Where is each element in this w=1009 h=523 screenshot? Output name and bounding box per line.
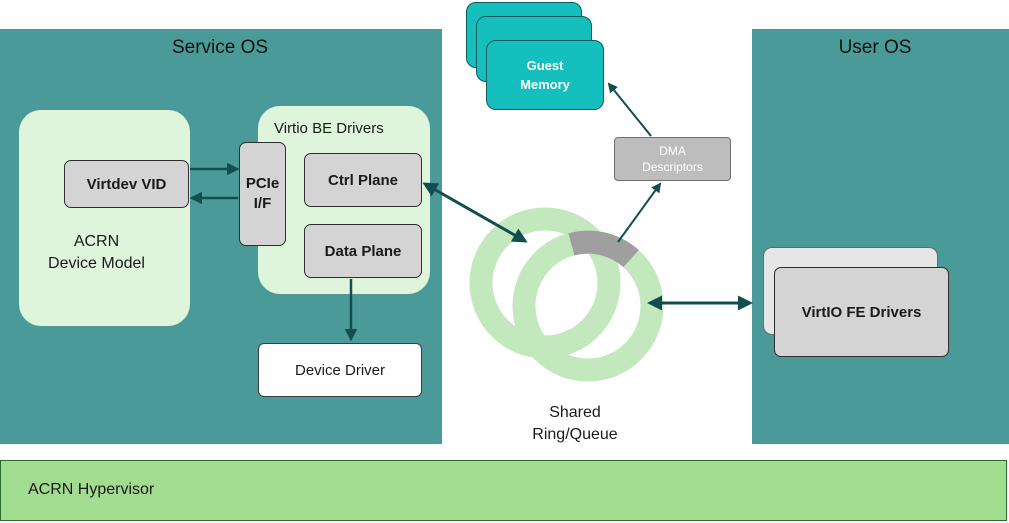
device-model-label-line1: ACRN (73, 233, 120, 250)
pcie-if-line1: PCIe (245, 175, 280, 192)
device-driver-box: Device Driver (258, 343, 422, 397)
data-plane-box: Data Plane (304, 224, 422, 278)
ring-front (512, 230, 664, 382)
arrow-ctrl-plane-ring (422, 182, 528, 243)
hypervisor-label: ACRN Hypervisor (28, 481, 155, 498)
device-model-label-line2: Device Model (48, 255, 145, 272)
shared-ring-line2: Ring/Queue (532, 426, 618, 443)
ctrl-plane-box: Ctrl Plane (304, 153, 422, 207)
pcie-if-line2: I/F (253, 195, 272, 212)
arrow-ring-to-dma (617, 182, 662, 243)
dma-descriptors-line2: Descriptors (642, 160, 703, 174)
device-model-panel (19, 110, 190, 326)
pcie-if-box: PCIe I/F (239, 142, 286, 246)
hypervisor-bar (0, 460, 1007, 521)
guest-memory-card: Guest Memory (486, 40, 604, 110)
dma-descriptors-line1: DMA (659, 144, 686, 158)
user-os-title: User OS (838, 37, 912, 58)
guest-memory-line1: Guest (526, 58, 564, 73)
shared-ring-line1: Shared (549, 404, 601, 421)
arrow-dma-to-guest-memory (607, 82, 652, 137)
fe-drivers-box: VirtIO FE Drivers (774, 267, 949, 357)
ring-highlight-segment (568, 230, 639, 268)
device-model-label: ACRN Device Model (19, 231, 174, 275)
virtio-be-title: Virtio BE Drivers (274, 120, 384, 137)
shared-ring-label: Shared Ring/Queue (500, 402, 650, 446)
user-os-region (752, 29, 1009, 444)
dma-descriptors-box: DMA Descriptors (614, 137, 731, 181)
virtdev-vid-box: Virtdev VID (64, 160, 189, 208)
guest-memory-line2: Memory (520, 77, 570, 92)
service-os-title: Service OS (171, 37, 269, 58)
